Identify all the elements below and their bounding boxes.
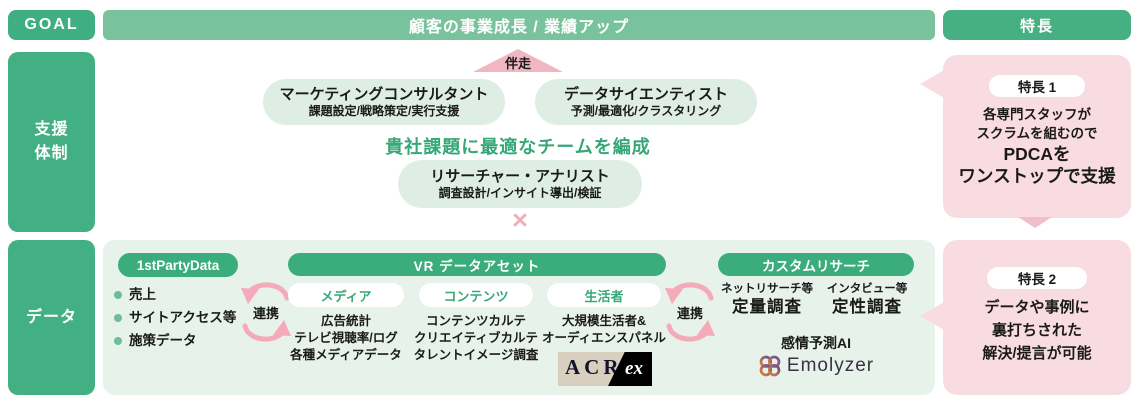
list-item: サイトアクセス等 (114, 306, 244, 329)
quantitative-survey-note: ネットリサーチ等 (721, 283, 813, 295)
feature2-line: 解決/提言が可能 (982, 345, 1092, 362)
marketing-consultant-subtitle: 課題設定/戦略策定/実行支援 (308, 104, 460, 118)
emolyzer-logo-text: Emolyzer (786, 355, 875, 376)
marketing-consultant-pill: マーケティングコンサルタント 課題設定/戦略策定/実行支援 (263, 79, 505, 125)
down-arrow-icon (1018, 217, 1052, 228)
quantitative-survey-label: 定量調査 (732, 298, 802, 316)
goal-label: GOAL (8, 10, 95, 40)
emolyzer-logo-icon (759, 355, 781, 377)
list-item: 売上 (114, 283, 244, 306)
sync-arrows-icon (241, 282, 291, 342)
list-item: タレントイメージ調査 (413, 348, 539, 362)
row-label-data: データ (8, 240, 95, 395)
row-label-support: 支援 体制 (8, 52, 95, 232)
sync-arrows-icon (665, 282, 715, 342)
accompany-triangle-icon (473, 49, 563, 72)
list-item: 大規模生活者& (561, 314, 647, 328)
data-scientist-subtitle: 予測/最適化/クラスタリング (570, 104, 722, 118)
contents-items: コンテンツカルテ クリエイティブカルテ タレントイメージ調査 (396, 313, 556, 364)
media-items: 広告統計 テレビ視聴率/ログ 各種メディアデータ (266, 313, 426, 364)
row-label-support-line2: 体制 (34, 145, 69, 162)
emolyzer-logo: Emolyzer (746, 351, 886, 381)
multiply-icon: × (512, 205, 528, 235)
first-party-data-list: 売上 サイトアクセス等 施策データ (114, 283, 244, 352)
list-item-label: 施策データ (129, 333, 197, 348)
feature1-line: スクラムを組むので (976, 126, 1098, 141)
feature1-bold-line: ワンストップで支援 (958, 166, 1116, 186)
feature2-tail-icon (920, 302, 944, 330)
data-scientist-pill: データサイエンティスト 予測/最適化/クラスタリング (535, 79, 757, 125)
bullet-icon (114, 290, 122, 299)
sync-left: 連携 (238, 276, 294, 353)
emotion-ai-label: 感情予測AI (781, 335, 851, 351)
list-item-label: 売上 (129, 287, 156, 302)
list-item: クリエイティブカルテ (413, 331, 538, 345)
list-item: オーディエンスパネル (542, 331, 666, 345)
list-item-label: サイトアクセス等 (129, 310, 237, 325)
vr-data-asset-pill: VR データアセット (288, 253, 666, 276)
link-label: 連携 (676, 306, 703, 321)
feature1-bold-line: PDCAを (1003, 144, 1071, 164)
feature1-tail-icon (920, 70, 944, 98)
consumer-pill: 生活者 (547, 283, 661, 307)
researcher-analyst-subtitle: 調査設計/インサイト導出/検証 (438, 186, 602, 200)
custom-research-pill: カスタムリサーチ (718, 253, 914, 276)
goal-banner: 顧客の事業成長 / 業績アップ (103, 10, 935, 40)
accompany-label: 伴走 (504, 56, 531, 71)
data-scientist-title: データサイエンティスト (564, 86, 728, 103)
first-party-data-pill: 1stPartyData (118, 253, 238, 277)
quantitative-survey: ネットリサーチ等 定量調査 (715, 282, 819, 318)
feature1-badge: 特長 1 (989, 75, 1085, 97)
feature2-box: 特長 2 データや事例に 裏打ちされた 解決/提言が可能 (943, 240, 1131, 395)
link-label: 連携 (252, 306, 279, 321)
feature2-badge: 特長 2 (987, 267, 1087, 289)
list-item: 施策データ (114, 329, 244, 352)
marketing-consultant-title: マーケティングコンサルタント (279, 86, 489, 103)
qualitative-survey: インタビュー等 定性調査 (815, 282, 919, 318)
researcher-analyst-title: リサーチャー・アナリスト (430, 168, 610, 185)
list-item: テレビ視聴率/ログ (294, 331, 398, 345)
features-header: 特長 (943, 10, 1131, 40)
media-pill: メディア (288, 283, 404, 307)
feature1-line: 各専門スタッフが (983, 107, 1091, 122)
team-note: 貴社課題に最適なチームを編成 (385, 137, 651, 157)
list-item: 広告統計 (320, 314, 371, 328)
qualitative-survey-label: 定性調査 (832, 298, 902, 316)
feature2-line: 裏打ちされた (991, 322, 1082, 339)
researcher-analyst-pill: リサーチャー・アナリスト 調査設計/インサイト導出/検証 (398, 160, 642, 208)
row-label-support-line1: 支援 (34, 121, 69, 138)
list-item: 各種メディアデータ (290, 348, 402, 362)
sync-right: 連携 (662, 276, 718, 353)
acr-logo-text: ACR (565, 355, 623, 379)
bullet-icon (114, 313, 122, 322)
contents-pill: コンテンツ (419, 283, 533, 307)
consumer-items: 大規模生活者& オーディエンスパネル (524, 313, 684, 347)
bullet-icon (114, 336, 122, 345)
acr-ex-logo: ACR ex (558, 352, 652, 386)
qualitative-survey-note: インタビュー等 (826, 283, 908, 295)
list-item: コンテンツカルテ (425, 314, 526, 328)
feature2-line: データや事例に (984, 299, 1090, 316)
feature1-box: 特長 1 各専門スタッフが スクラムを組むので PDCAを ワンストップで支援 (943, 55, 1131, 218)
